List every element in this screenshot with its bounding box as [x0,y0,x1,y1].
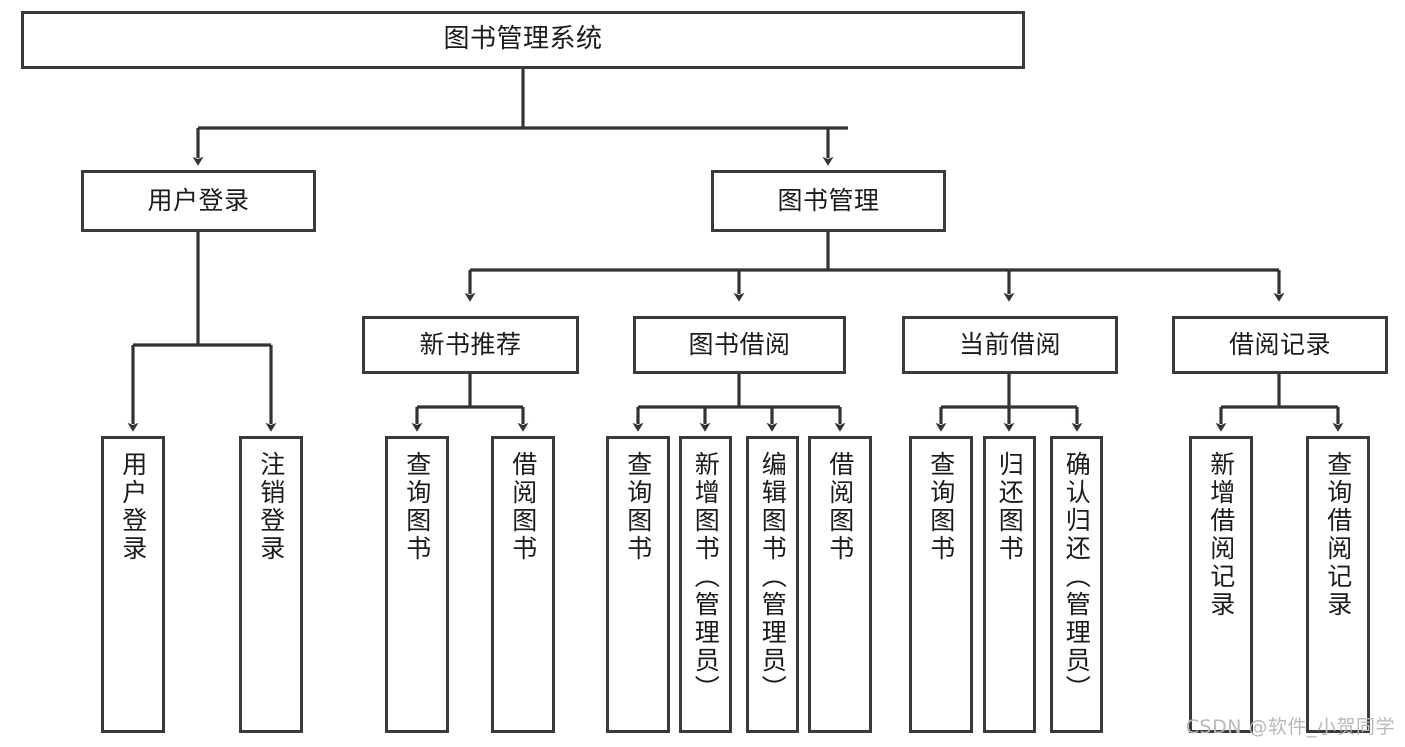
node-book-manage[interactable]: 图书管理 [711,170,946,232]
leaf-borrow-book-2-label: 借阅图书 [825,451,855,563]
leaf-add-borrow-record[interactable]: 新增借阅记录 [1189,436,1253,733]
leaf-user-login-label: 用户登录 [118,451,148,563]
leaf-confirm-return-admin-label: 确认归还（管理员） [1062,451,1092,703]
leaf-borrow-book-1[interactable]: 借阅图书 [491,436,555,733]
node-book-borrow[interactable]: 图书借阅 [633,316,846,374]
leaf-query-book-3-label: 查询图书 [926,451,956,563]
leaf-user-login[interactable]: 用户登录 [101,436,165,733]
node-borrow-record-label: 借阅记录 [1228,329,1331,359]
leaf-add-borrow-record-label: 新增借阅记录 [1206,451,1236,619]
leaf-borrow-book-2[interactable]: 借阅图书 [808,436,872,733]
leaf-add-book-admin-label: 新增图书（管理员） [691,451,721,703]
leaf-query-book-1[interactable]: 查询图书 [385,436,449,733]
node-current-borrow[interactable]: 当前借阅 [902,316,1118,374]
leaf-confirm-return-admin[interactable]: 确认归还（管理员） [1050,436,1103,733]
leaf-borrow-book-1-label: 借阅图书 [508,451,538,563]
leaf-return-book-label: 归还图书 [995,451,1025,563]
watermark: CSDN @软件_小贺同学 [1185,716,1395,738]
leaf-query-borrow-record-label: 查询借阅记录 [1323,451,1353,619]
node-root-label: 图书管理系统 [443,24,603,55]
leaf-logout-label: 注销登录 [256,451,286,563]
node-user-login[interactable]: 用户登录 [81,170,316,232]
leaf-edit-book-admin[interactable]: 编辑图书（管理员） [746,436,799,733]
leaf-query-book-1-label: 查询图书 [402,451,432,563]
node-borrow-record[interactable]: 借阅记录 [1172,316,1388,374]
node-root[interactable]: 图书管理系统 [21,11,1025,69]
leaf-query-borrow-record[interactable]: 查询借阅记录 [1306,436,1370,733]
node-new-book-recommend[interactable]: 新书推荐 [362,316,579,374]
node-user-login-label: 用户登录 [147,185,250,215]
leaf-query-book-2[interactable]: 查询图书 [606,436,670,733]
leaf-query-book-3[interactable]: 查询图书 [909,436,973,733]
leaf-edit-book-admin-label: 编辑图书（管理员） [758,451,788,703]
leaf-return-book[interactable]: 归还图书 [983,436,1036,733]
leaf-logout[interactable]: 注销登录 [239,436,303,733]
leaf-query-book-2-label: 查询图书 [623,451,653,563]
node-current-borrow-label: 当前借阅 [958,329,1061,359]
node-book-manage-label: 图书管理 [777,185,880,215]
leaf-add-book-admin[interactable]: 新增图书（管理员） [679,436,732,733]
node-new-book-recommend-label: 新书推荐 [419,329,522,359]
node-book-borrow-label: 图书借阅 [688,329,791,359]
